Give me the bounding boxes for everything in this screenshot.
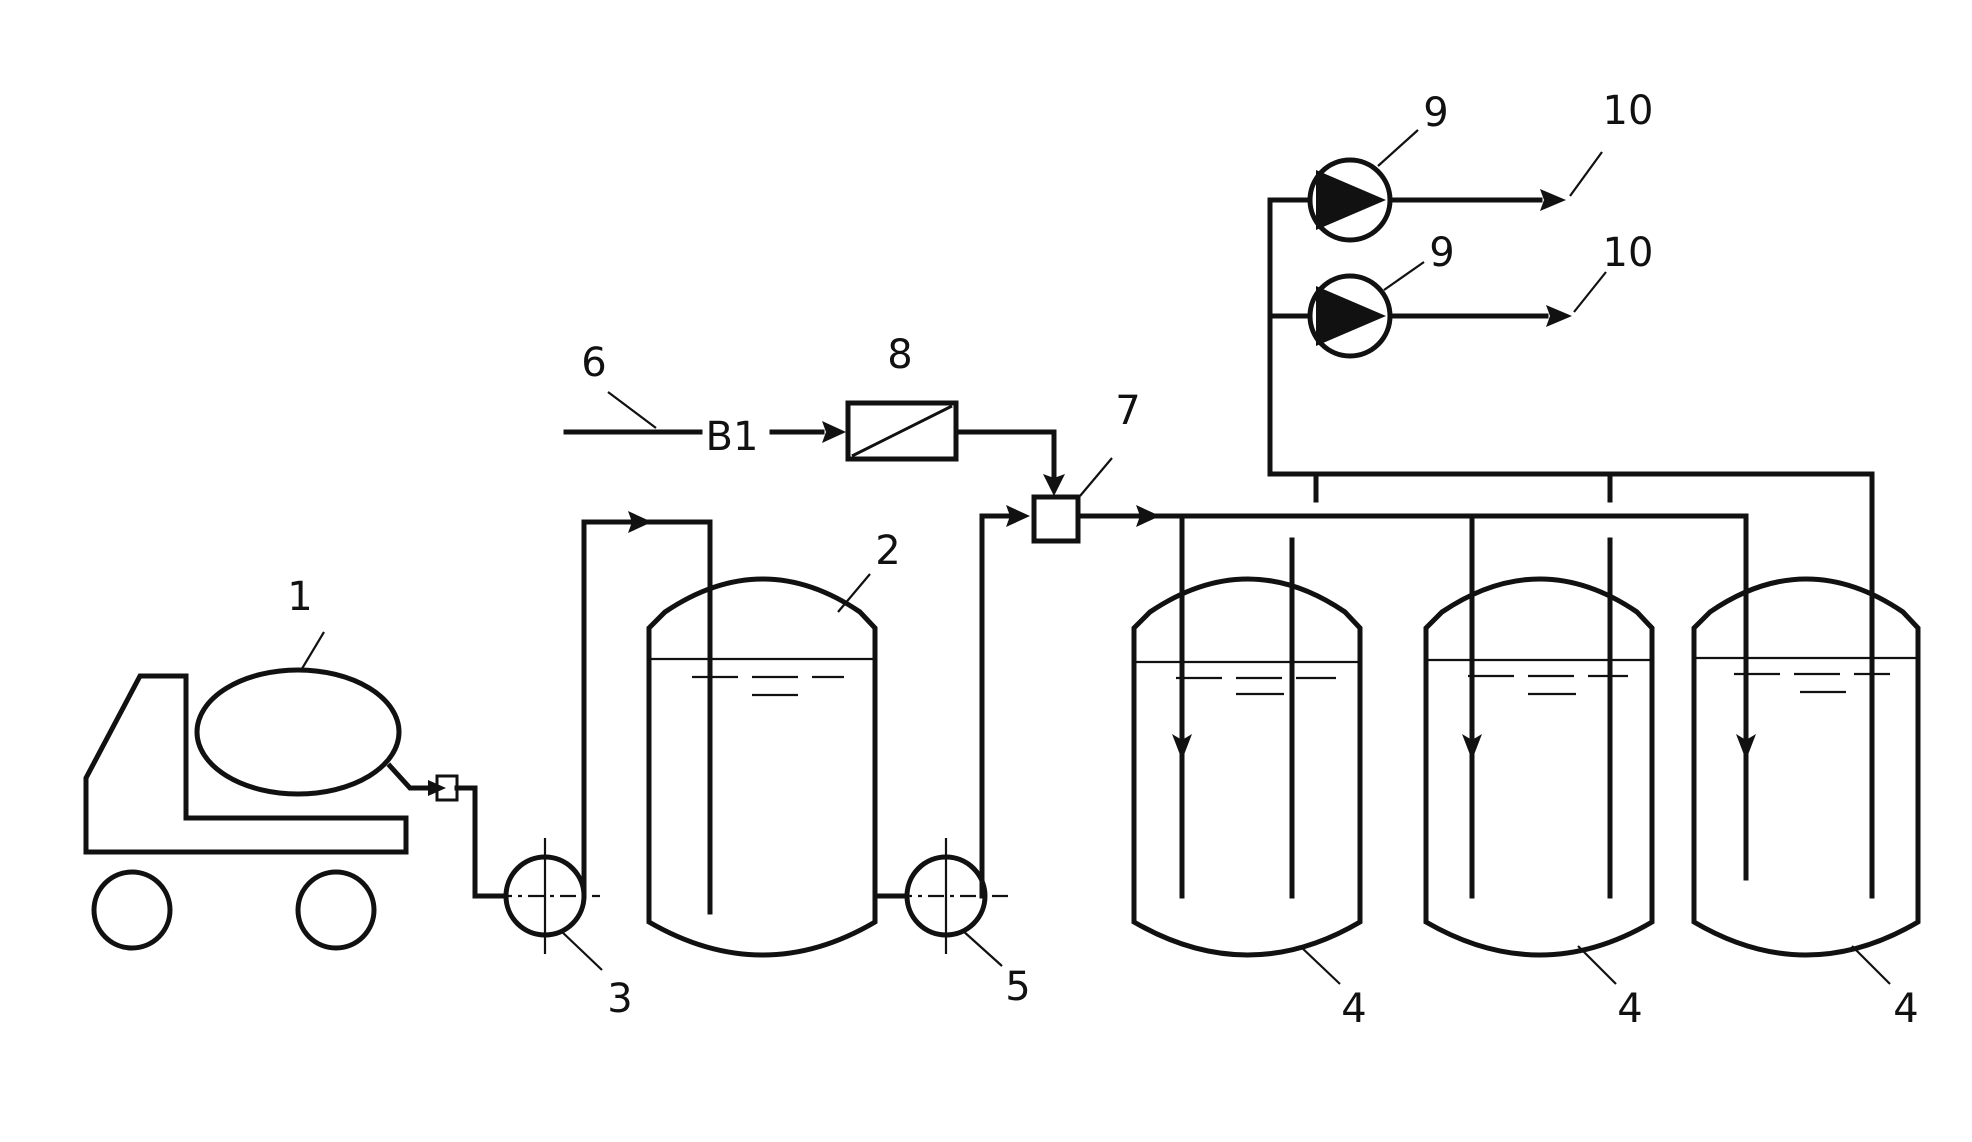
leader-10a bbox=[1569, 151, 1603, 197]
label-dosing-unit: 8 bbox=[887, 332, 912, 378]
label-storage-tank: 2 bbox=[875, 528, 900, 574]
inlet-line: 6 B1 bbox=[563, 340, 846, 460]
leader-3 bbox=[559, 929, 603, 971]
label-mixer: 7 bbox=[1115, 388, 1140, 434]
truck-discharge-line bbox=[386, 762, 509, 899]
feed-line bbox=[581, 511, 713, 915]
tank-icon: 4 bbox=[1131, 576, 1367, 1032]
label-tank-1: 4 bbox=[1341, 986, 1366, 1032]
leader-2 bbox=[837, 573, 871, 613]
leader-5 bbox=[961, 929, 1003, 967]
leader-6 bbox=[607, 391, 657, 429]
leader-4b bbox=[1577, 945, 1617, 985]
leader-9b bbox=[1383, 261, 1425, 291]
mixer-icon: 7 bbox=[1031, 388, 1141, 544]
label-feed-pump: 3 bbox=[607, 976, 632, 1022]
label-inlet-line: 6 bbox=[581, 340, 606, 386]
tank-icon: 4 bbox=[1423, 576, 1655, 1032]
label-discharge-pump-1: 9 bbox=[1423, 90, 1448, 136]
pump-icon: 9 10 bbox=[1307, 230, 1654, 359]
transfer-line bbox=[979, 505, 1030, 899]
leader-9a bbox=[1377, 129, 1419, 167]
label-tank-3: 4 bbox=[1893, 986, 1918, 1032]
label-truck: 1 bbox=[287, 574, 312, 620]
leader-4a bbox=[1299, 945, 1341, 985]
inlet-code: B1 bbox=[706, 414, 759, 460]
distribution-header bbox=[1075, 505, 1756, 899]
tank-icon: 2 bbox=[646, 528, 901, 958]
label-transfer-pump: 5 bbox=[1005, 964, 1030, 1010]
leader-1 bbox=[299, 631, 325, 673]
suction-header bbox=[1267, 197, 1875, 899]
tank-icon: 4 bbox=[1691, 576, 1921, 1032]
pump-icon: 3 bbox=[496, 838, 633, 1022]
pump-icon: 5 bbox=[896, 838, 1031, 1010]
pump-icon: 9 10 bbox=[1307, 88, 1654, 243]
leader-4c bbox=[1851, 945, 1891, 985]
label-discharge-pump-2: 9 bbox=[1429, 230, 1454, 276]
filter-icon: 8 bbox=[845, 332, 959, 462]
leader-10b bbox=[1573, 271, 1607, 313]
dosing-line bbox=[953, 429, 1065, 496]
truck-icon: 1 bbox=[83, 574, 409, 951]
label-tank-2: 4 bbox=[1617, 986, 1642, 1032]
label-outlet-2: 10 bbox=[1603, 230, 1654, 276]
label-outlet-1: 10 bbox=[1603, 88, 1654, 134]
leader-7 bbox=[1079, 457, 1113, 497]
